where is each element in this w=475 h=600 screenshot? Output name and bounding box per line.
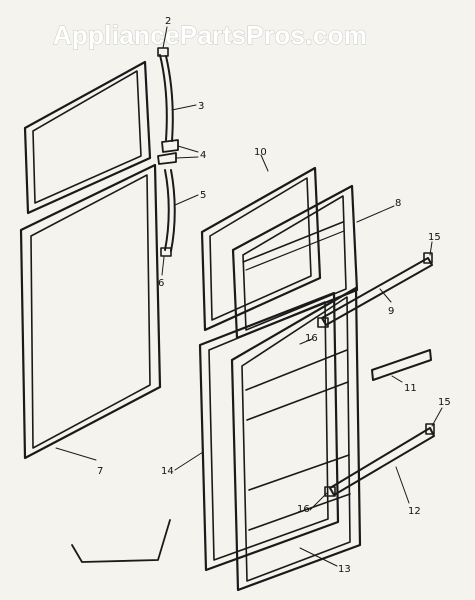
- label-16-upper: 16: [305, 333, 318, 344]
- label-2: 2: [165, 16, 171, 27]
- label-12: 12: [408, 506, 421, 517]
- leader-lines: [55, 26, 443, 567]
- fresh-food-shelf-bar: [324, 423, 435, 497]
- label-11: 11: [404, 383, 417, 394]
- label-5: 5: [200, 190, 206, 201]
- upper-handle: [157, 47, 174, 142]
- hinge-brackets: [157, 139, 179, 165]
- watermark: AppliancePartsPros.com: [53, 20, 367, 50]
- lower-handle: [160, 169, 176, 257]
- label-15-upper: 15: [428, 232, 441, 243]
- label-3: 3: [198, 101, 204, 112]
- lower-door-gasket: [19, 163, 162, 460]
- callout-labels: 2 3 4 5 6 7 8 9 10 11 12 13 14 15 15 16 …: [97, 16, 451, 575]
- label-14: 14: [161, 466, 174, 477]
- label-9: 9: [388, 306, 394, 317]
- fresh-food-door-liner: [230, 286, 362, 592]
- label-15-lower: 15: [438, 397, 451, 408]
- label-7: 7: [97, 466, 103, 477]
- label-4: 4: [200, 150, 206, 161]
- shelf-bracket: [371, 349, 432, 381]
- upper-door-gasket: [23, 60, 152, 215]
- label-10: 10: [254, 147, 267, 158]
- freezer-door-gasket: [200, 166, 322, 332]
- label-6: 6: [158, 278, 164, 289]
- fresh-food-gasket: [198, 291, 340, 572]
- label-16-lower: 16: [297, 504, 310, 515]
- label-8: 8: [395, 198, 401, 209]
- loose-bracket: [71, 519, 171, 563]
- label-13: 13: [338, 564, 351, 575]
